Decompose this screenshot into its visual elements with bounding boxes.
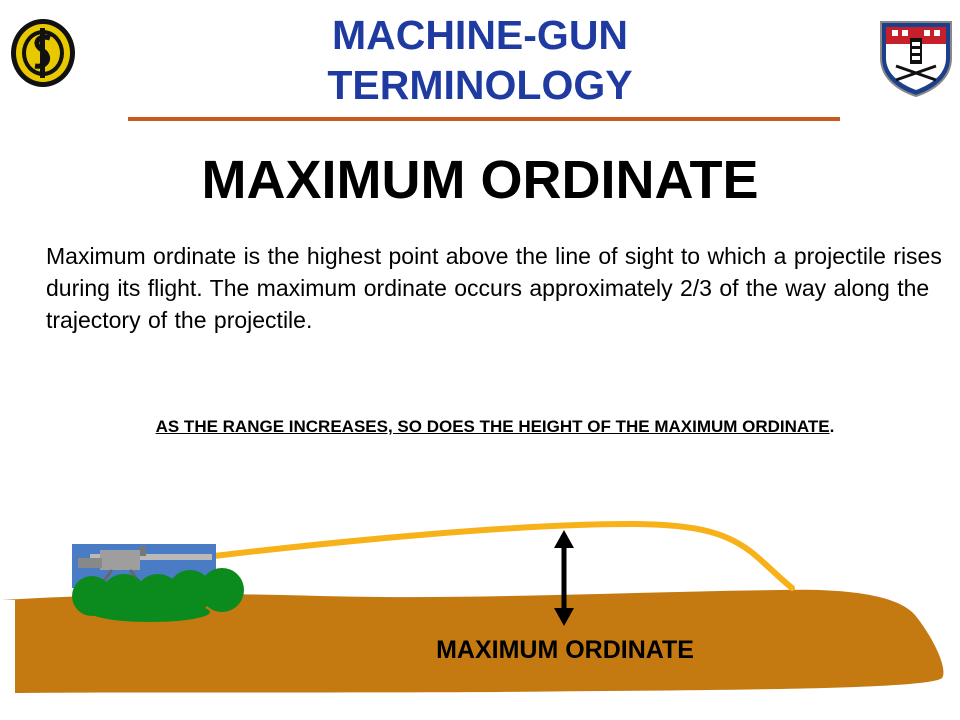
header-title-line2: TERMINOLOGY xyxy=(327,62,633,108)
oc-circle-logo-icon xyxy=(8,16,78,90)
emphasis-underlined-text: AS THE RANGE INCREASES, SO DOES THE HEIG… xyxy=(155,417,830,436)
branch-shield-crest-icon xyxy=(876,14,956,98)
definition-paragraph: Maximum ordinate is the highest point ab… xyxy=(46,243,942,333)
slide-title: MAXIMUM ORDINATE xyxy=(201,150,759,210)
trajectory-curve xyxy=(211,520,795,591)
emphasis-period: . xyxy=(829,417,835,436)
machine-gun-position-icon xyxy=(72,544,244,622)
header-title-line1: MACHINE-GUN xyxy=(331,12,629,58)
trajectory-diagram xyxy=(0,520,944,693)
header-divider xyxy=(128,117,840,121)
diagram-label: MAXIMUM ORDINATE xyxy=(436,636,694,664)
emphasis-statement: AS THE RANGE INCREASES, SO DOES THE HEIG… xyxy=(60,411,930,443)
double-arrow-icon xyxy=(554,530,574,626)
terrain xyxy=(0,589,944,693)
header-title: MACHINE-GUN TERMINOLOGY xyxy=(230,10,730,110)
